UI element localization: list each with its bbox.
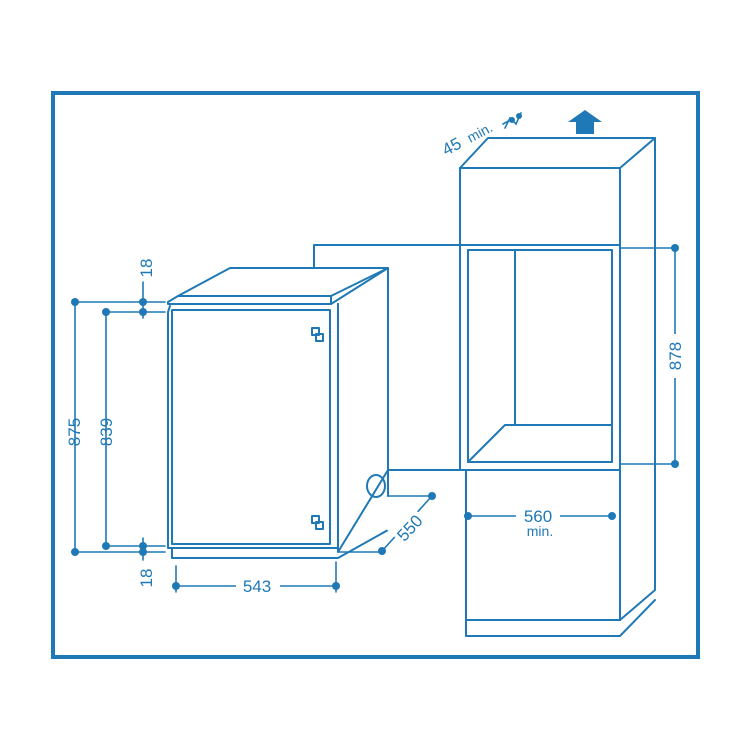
label-width: 543 — [243, 577, 271, 596]
airflow-icon — [502, 112, 522, 129]
label-top-gap: 18 — [137, 259, 156, 278]
arrow-up-icon — [568, 110, 602, 134]
label-total-height: 875 — [65, 418, 84, 446]
appliance-drawing — [167, 267, 389, 559]
label-vent-gap-value: 45 — [439, 134, 465, 160]
label-niche-height: 878 — [666, 342, 685, 370]
dimension-lines — [71, 244, 679, 593]
label-bottom-gap: 18 — [137, 569, 156, 588]
connection-lines — [313, 244, 461, 471]
diagram-frame — [51, 91, 700, 659]
niche-drawing — [459, 137, 656, 637]
label-door-height: 839 — [97, 418, 116, 446]
label-niche-width: 560 — [524, 507, 552, 526]
label-vent-gap-note: min. — [464, 119, 495, 146]
label-niche-width-note: min. — [527, 523, 553, 539]
